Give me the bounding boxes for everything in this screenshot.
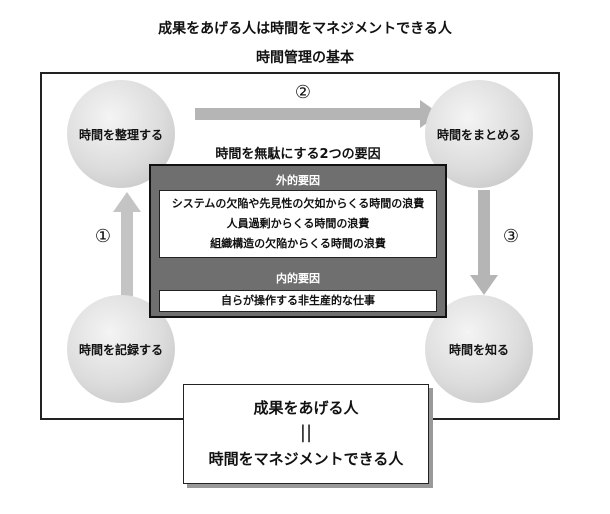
diagram-subtitle: 成果をあげる人は時間をマネジメントできる人 [158, 21, 452, 37]
list-item: 組織構造の欠陥からくる時間の浪費 [210, 237, 386, 250]
internal-factors-label: 内的要因 [276, 272, 320, 285]
list-item: システムの欠陥や先見性の欠如からくる時間の浪費 [171, 197, 425, 210]
factors-panel: 外的要因 システムの欠陥や先見性の欠如からくる時間の浪費 人員過剰からくる時間の… [149, 164, 447, 318]
step-3-label: ③ [502, 226, 520, 247]
result-line-2: 時間をマネジメントできる人 [208, 450, 404, 468]
result-box: 成果をあげる人 || 時間をマネジメントできる人 [183, 384, 429, 484]
factors-title: 時間を無駄にする2つの要因 [215, 147, 381, 162]
internal-factors-list: 自らが操作する非生産的な仕事 [159, 290, 437, 312]
external-factors-list: システムの欠陥や先見性の欠如からくる時間の浪費 人員過剰からくる時間の浪費 組織… [159, 190, 437, 258]
arrow-3 [470, 190, 498, 295]
arrow-2 [195, 100, 440, 128]
list-item: 人員過剰からくる時間の浪費 [226, 217, 370, 230]
equals-sign: || [299, 422, 313, 443]
list-item: 自らが操作する非生産的な仕事 [221, 294, 375, 307]
circle-summarize: 時間をまとめる [425, 80, 533, 188]
step-2-label: ② [294, 82, 312, 103]
diagram-title: 時間管理の基本 [256, 50, 354, 66]
external-factors-label: 外的要因 [276, 174, 320, 187]
arrow-1 [113, 192, 141, 300]
result-line-1: 成果をあげる人 [253, 399, 359, 417]
step-1-label: ① [94, 226, 112, 247]
